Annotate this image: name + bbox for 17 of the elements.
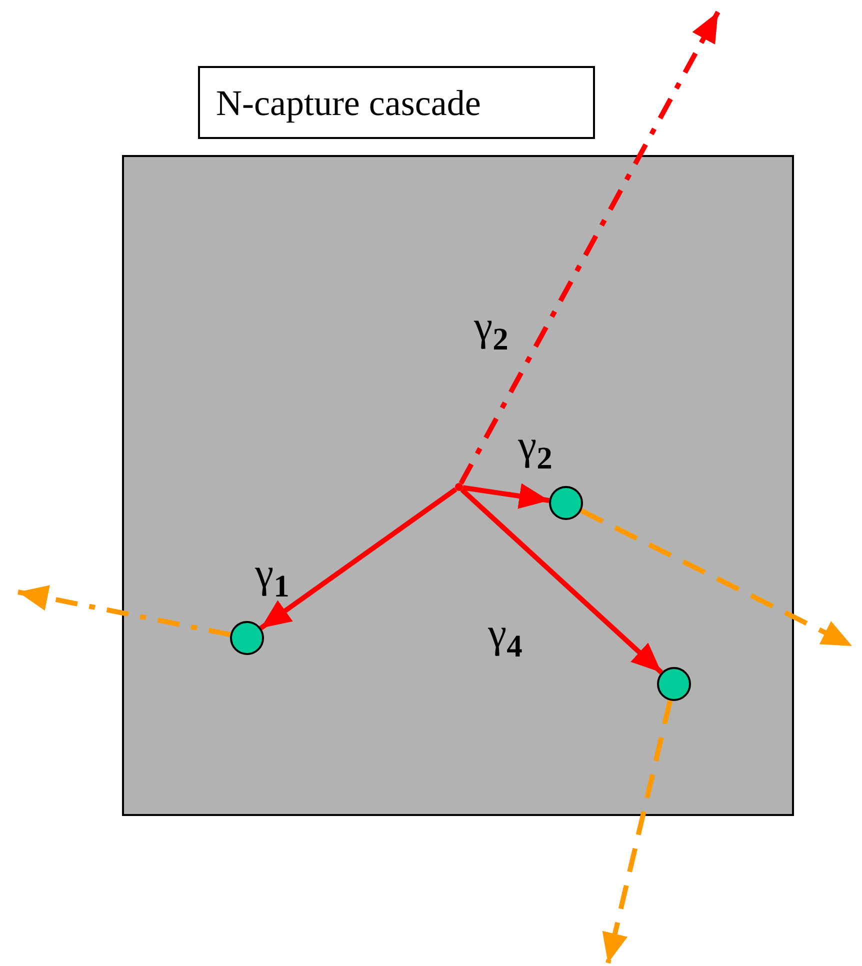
particle-circle (230, 621, 264, 655)
particle-circle (549, 486, 583, 520)
particle-circle (657, 667, 691, 701)
title-box: N-capture cascade (198, 66, 595, 139)
arrow (580, 508, 854, 648)
arrow (462, 483, 550, 509)
arrow (18, 585, 231, 638)
edge-label: γ$_{4}$ (488, 613, 522, 662)
arrow (259, 487, 458, 630)
square-block (122, 155, 794, 816)
edge-label: γ$_{1}$ (255, 553, 290, 602)
arrow (458, 10, 720, 485)
vertex-point (455, 483, 463, 491)
edge-label: γ$_{2}$ (518, 425, 552, 474)
edge-label: γ$_{2}$ (474, 306, 508, 355)
arrow (460, 488, 664, 674)
arrow (602, 700, 673, 964)
